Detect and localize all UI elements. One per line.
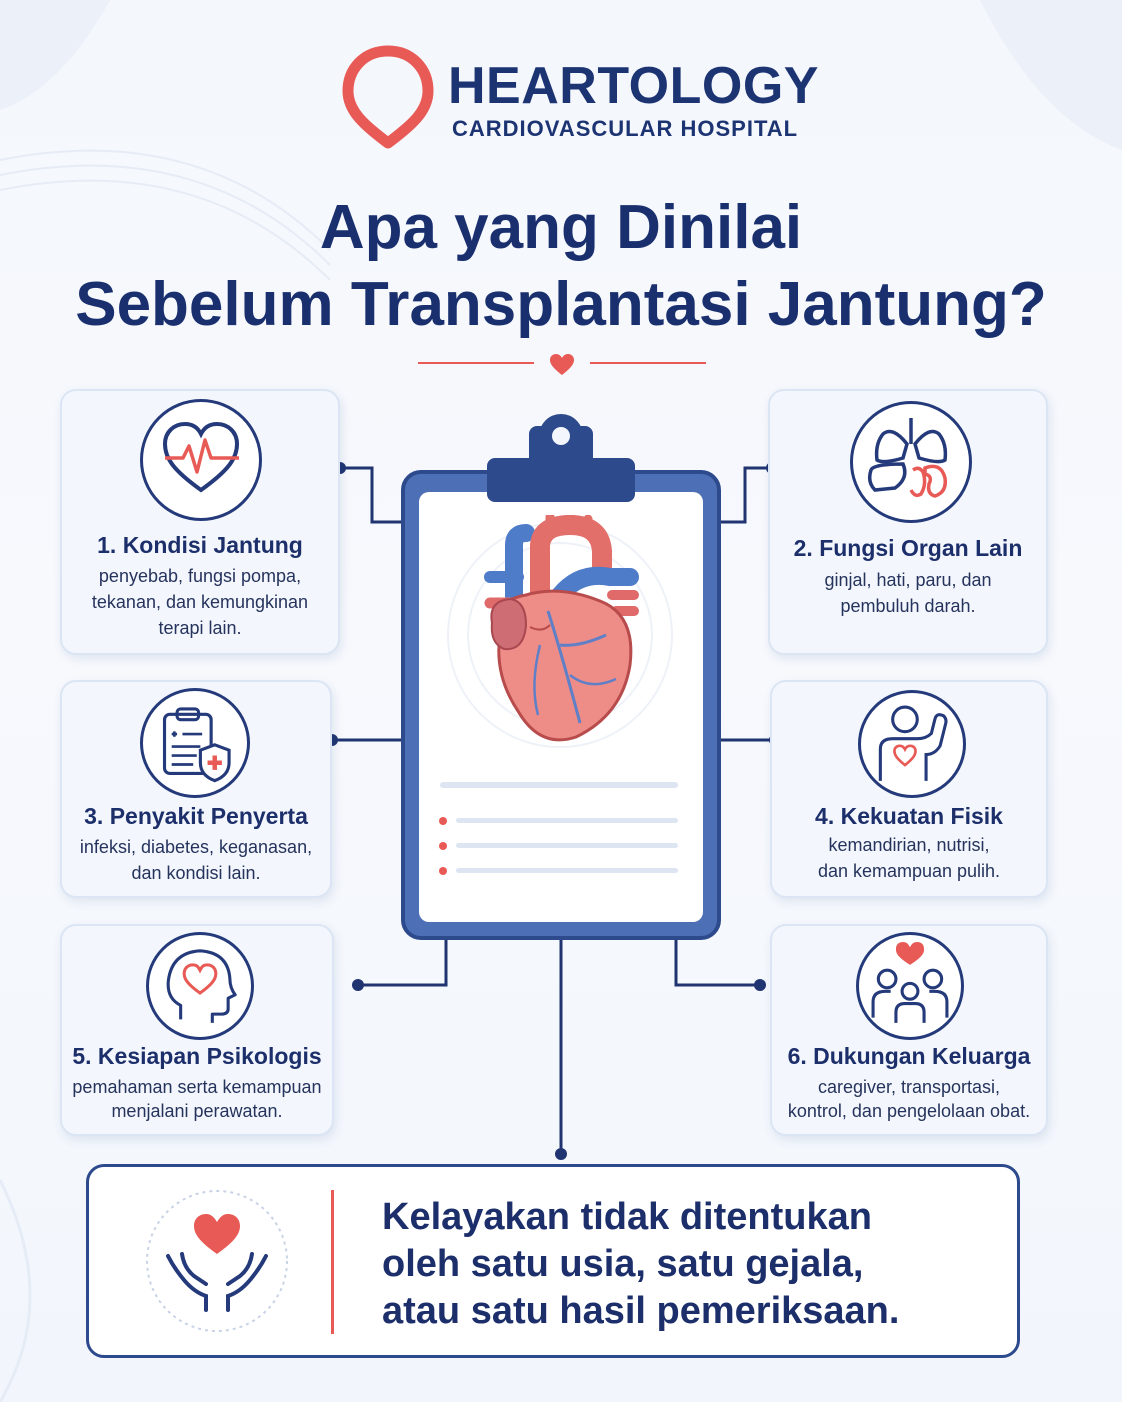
page-title-line-2: Sebelum Transplantasi Jantung? bbox=[75, 270, 1047, 339]
card-desc-line: tekanan, dan kemungkinan bbox=[91, 592, 309, 612]
paper-line bbox=[456, 868, 678, 873]
family-heart-icon bbox=[871, 942, 949, 1023]
family-heart-icon-circle bbox=[856, 932, 964, 1040]
card-desc-line: terapi lain. bbox=[158, 618, 242, 638]
head-heart-icon-circle bbox=[146, 932, 254, 1040]
bullet-dot bbox=[439, 842, 447, 850]
divider-heart-icon bbox=[550, 354, 574, 375]
brand-name: HEARTOLOGY bbox=[448, 57, 819, 115]
card-desc-line: pemahaman serta kemampuan bbox=[72, 1077, 322, 1097]
title-divider-left bbox=[418, 362, 534, 364]
location-pin-icon bbox=[342, 45, 434, 149]
card-desc-line: caregiver, transportasi, bbox=[817, 1077, 1001, 1097]
card-desc-line: dan kemampuan pulih. bbox=[817, 861, 1001, 881]
strength-icon bbox=[878, 705, 948, 781]
organs-icon-circle bbox=[850, 401, 972, 523]
card-fungsi-organ-lain: 2. Fungsi Organ Lain ginjal, hati, paru,… bbox=[768, 389, 1048, 655]
card-title: 2. Fungsi Organ Lain bbox=[793, 535, 1023, 561]
card-kekuatan-fisik: 4. Kekuatan Fisik kemandirian, nutrisi, … bbox=[770, 680, 1048, 898]
card-desc-line: ginjal, hati, paru, dan bbox=[824, 570, 992, 590]
card-title: 3. Penyakit Penyerta bbox=[84, 803, 308, 829]
brand-subtitle: CARDIOVASCULAR HOSPITAL bbox=[452, 116, 799, 141]
card-desc-line: kemandirian, nutrisi, bbox=[828, 835, 990, 855]
head-heart-icon bbox=[166, 949, 237, 1023]
card-desc-line: kontrol, dan pengelolaan obat. bbox=[787, 1101, 1031, 1121]
banner-text-line: atau satu hasil pemeriksaan. bbox=[382, 1290, 900, 1332]
clipboard-shield-icon bbox=[162, 707, 231, 783]
card-desc-line: penyebab, fungsi pompa, bbox=[98, 566, 302, 586]
anatomical-heart-illustration bbox=[447, 515, 673, 748]
card-penyakit-penyerta: 3. Penyakit Penyerta infeksi, diabetes, … bbox=[60, 680, 332, 898]
card-desc-line: dan kondisi lain. bbox=[131, 863, 261, 883]
card-desc-line: menjalani perawatan. bbox=[111, 1101, 283, 1121]
card-title: 5. Kesiapan Psikologis bbox=[72, 1043, 322, 1069]
heart-pulse-icon bbox=[162, 421, 240, 493]
hands-heart-icon bbox=[146, 1190, 288, 1332]
bullet-dot bbox=[439, 867, 447, 875]
organs-icon bbox=[867, 418, 948, 498]
paper-line bbox=[440, 782, 678, 788]
clipboard-clip bbox=[487, 414, 635, 502]
bullet-dot bbox=[439, 817, 447, 825]
card-title: 6. Dukungan Keluarga bbox=[787, 1043, 1031, 1069]
banner-text-line: Kelayakan tidak ditentukan bbox=[382, 1196, 872, 1238]
paper-line bbox=[456, 843, 678, 848]
title-divider-right bbox=[590, 362, 706, 364]
card-title: 4. Kekuatan Fisik bbox=[815, 803, 1003, 829]
banner-text-line: oleh satu usia, satu gejala, bbox=[382, 1243, 864, 1285]
card-title: 1. Kondisi Jantung bbox=[97, 532, 303, 558]
heart-pulse-icon-circle bbox=[140, 399, 262, 521]
banner-divider bbox=[331, 1190, 334, 1334]
paper-line bbox=[456, 818, 678, 823]
card-kondisi-jantung: 1. Kondisi Jantung penyebab, fungsi pomp… bbox=[60, 389, 340, 655]
clipboard-shield-icon-circle bbox=[140, 688, 250, 798]
card-dukungan-keluarga: 6. Dukungan Keluarga caregiver, transpor… bbox=[770, 924, 1048, 1136]
card-desc-line: pembuluh darah. bbox=[840, 596, 976, 616]
card-kesiapan-psikologis: 5. Kesiapan Psikologis pemahaman serta k… bbox=[60, 924, 334, 1136]
page-title-line-1: Apa yang Dinilai bbox=[319, 193, 803, 262]
card-desc-line: infeksi, diabetes, keganasan, bbox=[79, 837, 313, 857]
strength-icon-circle bbox=[858, 690, 966, 798]
